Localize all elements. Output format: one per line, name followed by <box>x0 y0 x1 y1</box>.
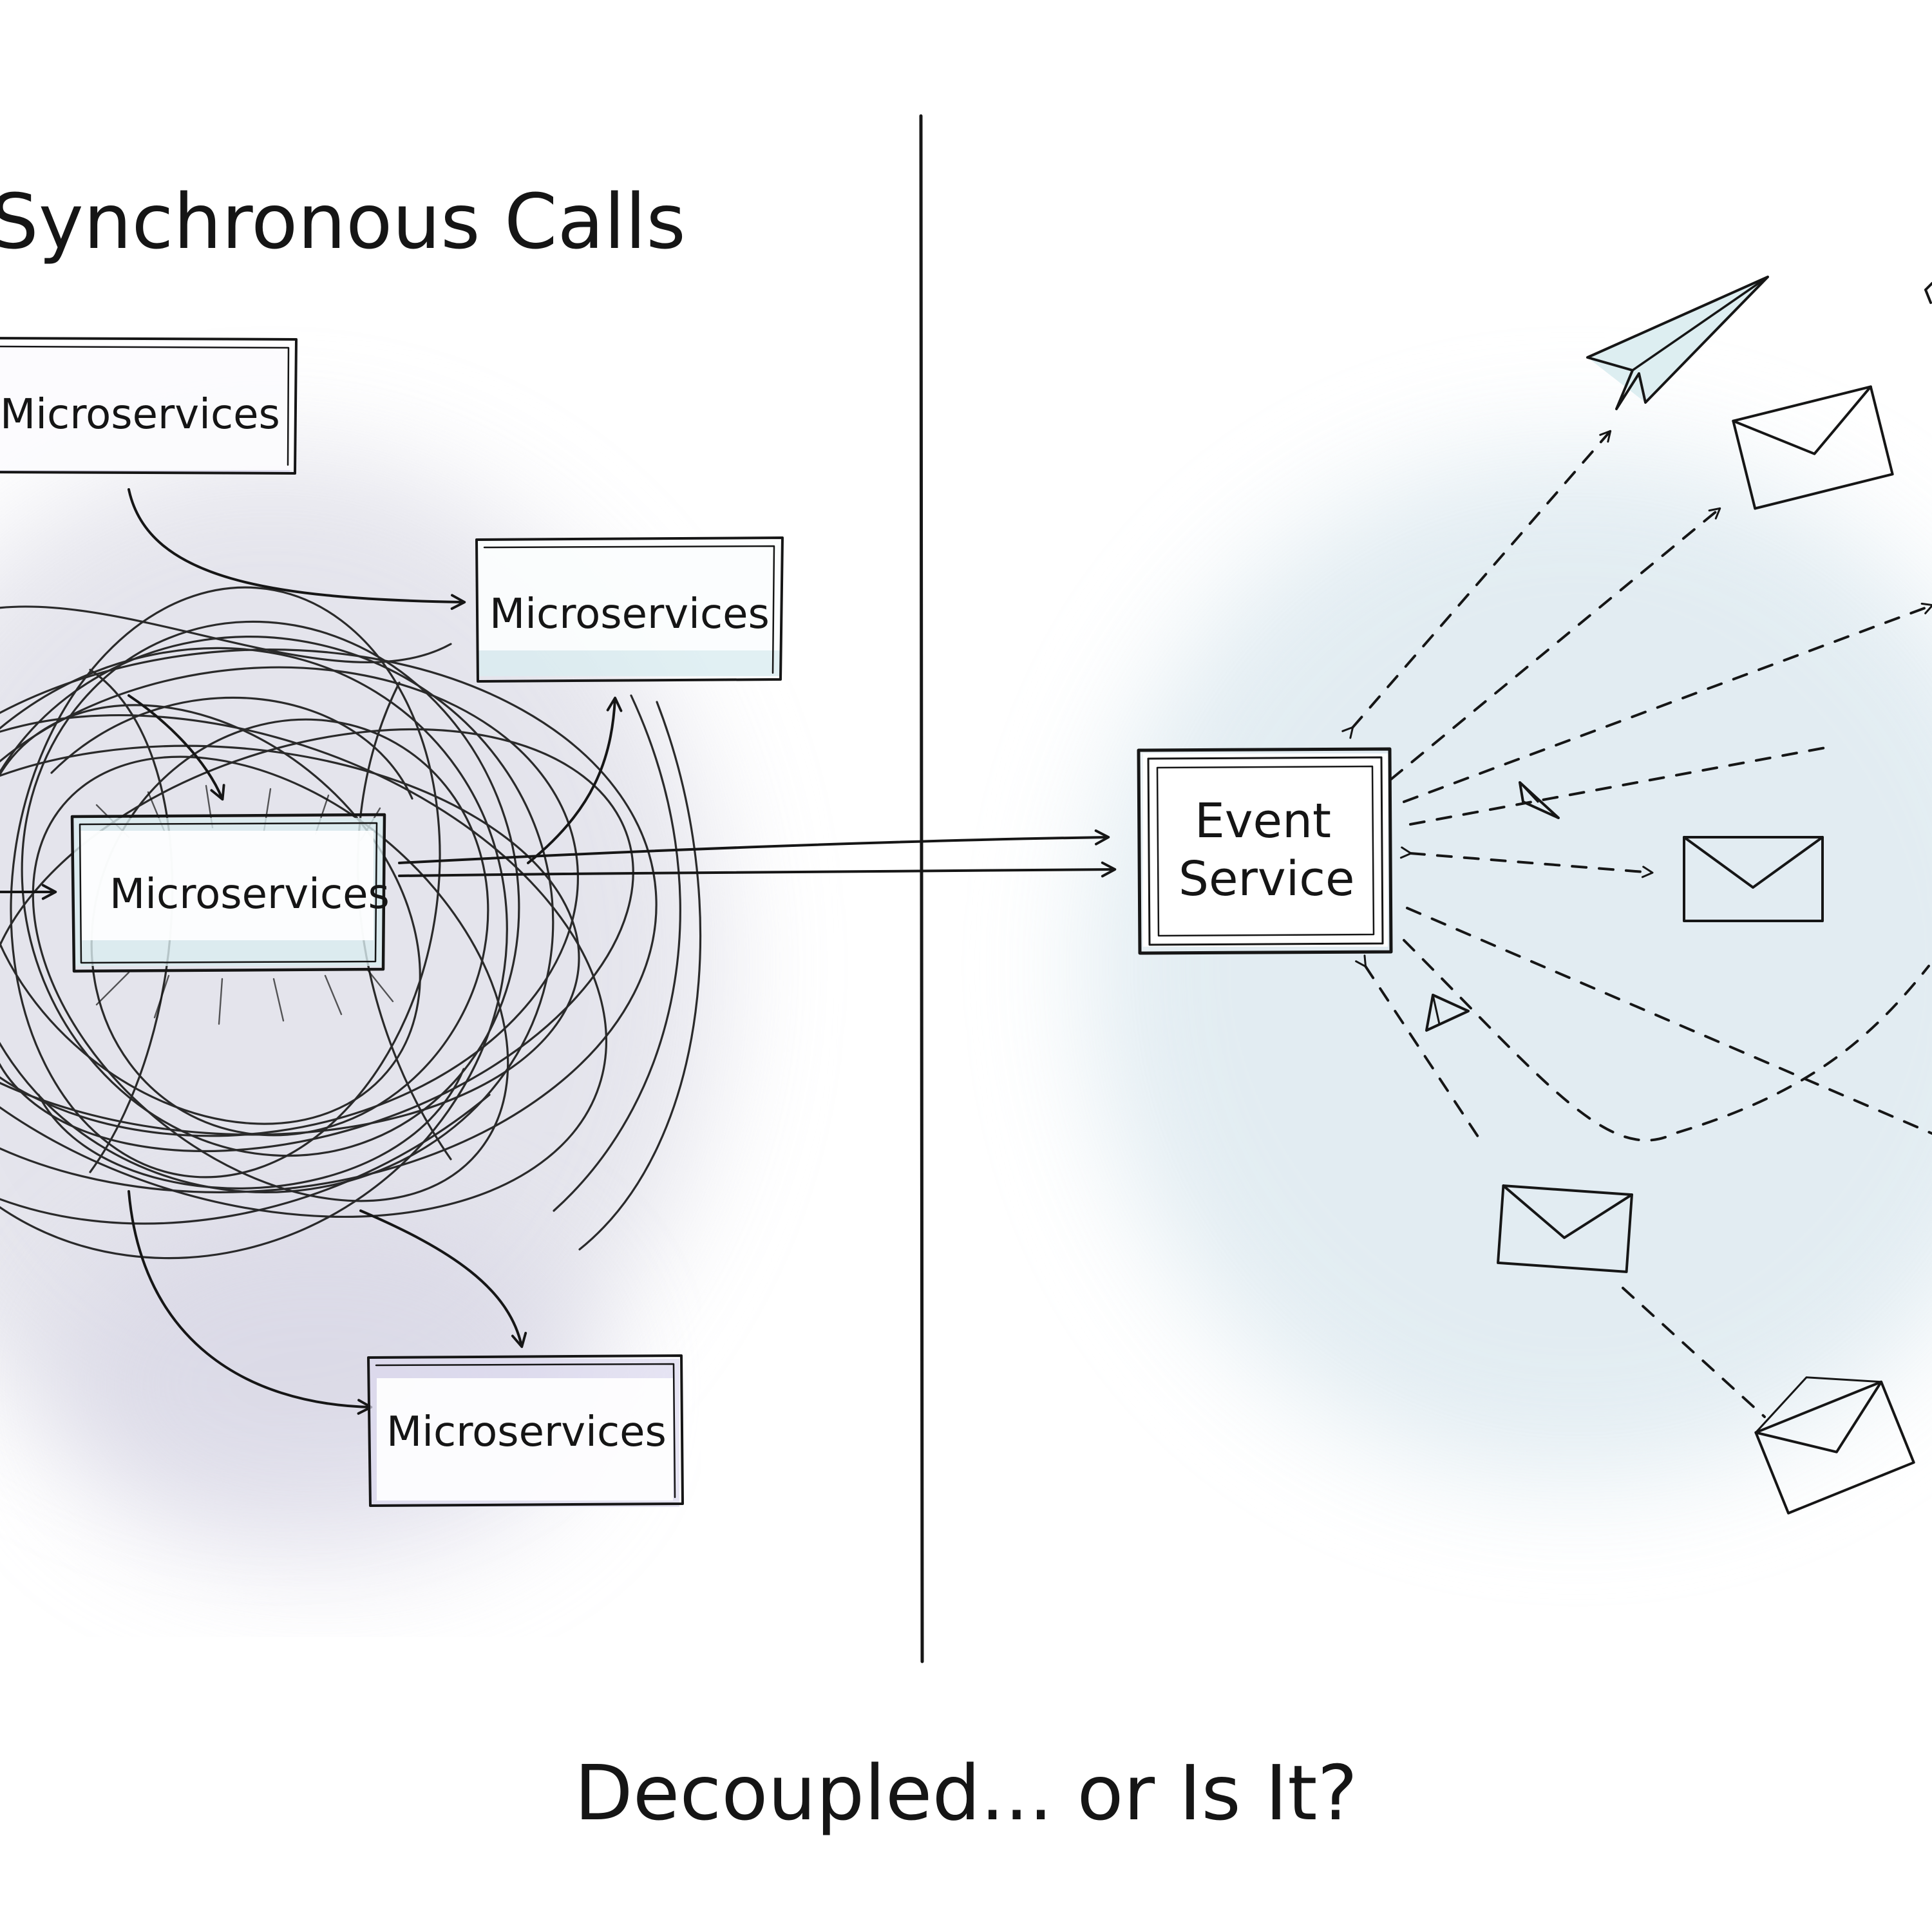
event-service-line2: Service <box>1179 851 1355 907</box>
envelope-icon <box>1754 1376 1915 1515</box>
service-label: Microservices <box>109 871 390 918</box>
paper-plane-icon <box>1425 994 1470 1032</box>
envelope-icon <box>1497 1184 1633 1273</box>
background-washes <box>0 451 1932 1565</box>
panel-divider <box>919 114 924 1663</box>
service-label: Microservices <box>386 1408 667 1456</box>
service-label: Microservices <box>0 391 280 439</box>
paper-plane-icon <box>1519 781 1560 819</box>
arrow-into-center <box>128 694 225 801</box>
service-label: Microservices <box>489 591 770 638</box>
left-panel-title: Synchronous Calls <box>0 177 686 266</box>
service-box-center: Microservices <box>70 813 390 973</box>
service-box-top: Microservices <box>0 337 298 475</box>
event-service-box: Event Service <box>1137 747 1393 955</box>
arrow-center-up-right <box>527 696 623 864</box>
arrow-down-to-bottom-a <box>128 1190 373 1415</box>
right-wash <box>1088 451 1932 1481</box>
service-box-right: Microservices <box>475 536 784 683</box>
event-service-line1: Event <box>1195 793 1331 849</box>
arrow-to-event-service-2 <box>398 861 1117 878</box>
right-panel: Event Service <box>1137 276 1932 1515</box>
paper-plane-icon <box>1586 276 1769 410</box>
call-arrows <box>0 488 1117 1415</box>
arrow-to-event-service-1 <box>398 829 1110 864</box>
envelope-icon <box>1732 385 1894 510</box>
event-flow-lines <box>1341 430 1932 1418</box>
paper-plane-icon <box>1924 282 1932 304</box>
envelope-icon <box>1683 836 1824 922</box>
arrow-top-to-right <box>128 488 466 611</box>
diagram-caption: Decoupled... or Is It? <box>574 1748 1358 1837</box>
arrow-down-to-bottom-b <box>359 1209 527 1349</box>
service-box-bottom: Microservices <box>367 1354 684 1507</box>
left-panel: Synchronous Calls <box>0 177 1117 1507</box>
